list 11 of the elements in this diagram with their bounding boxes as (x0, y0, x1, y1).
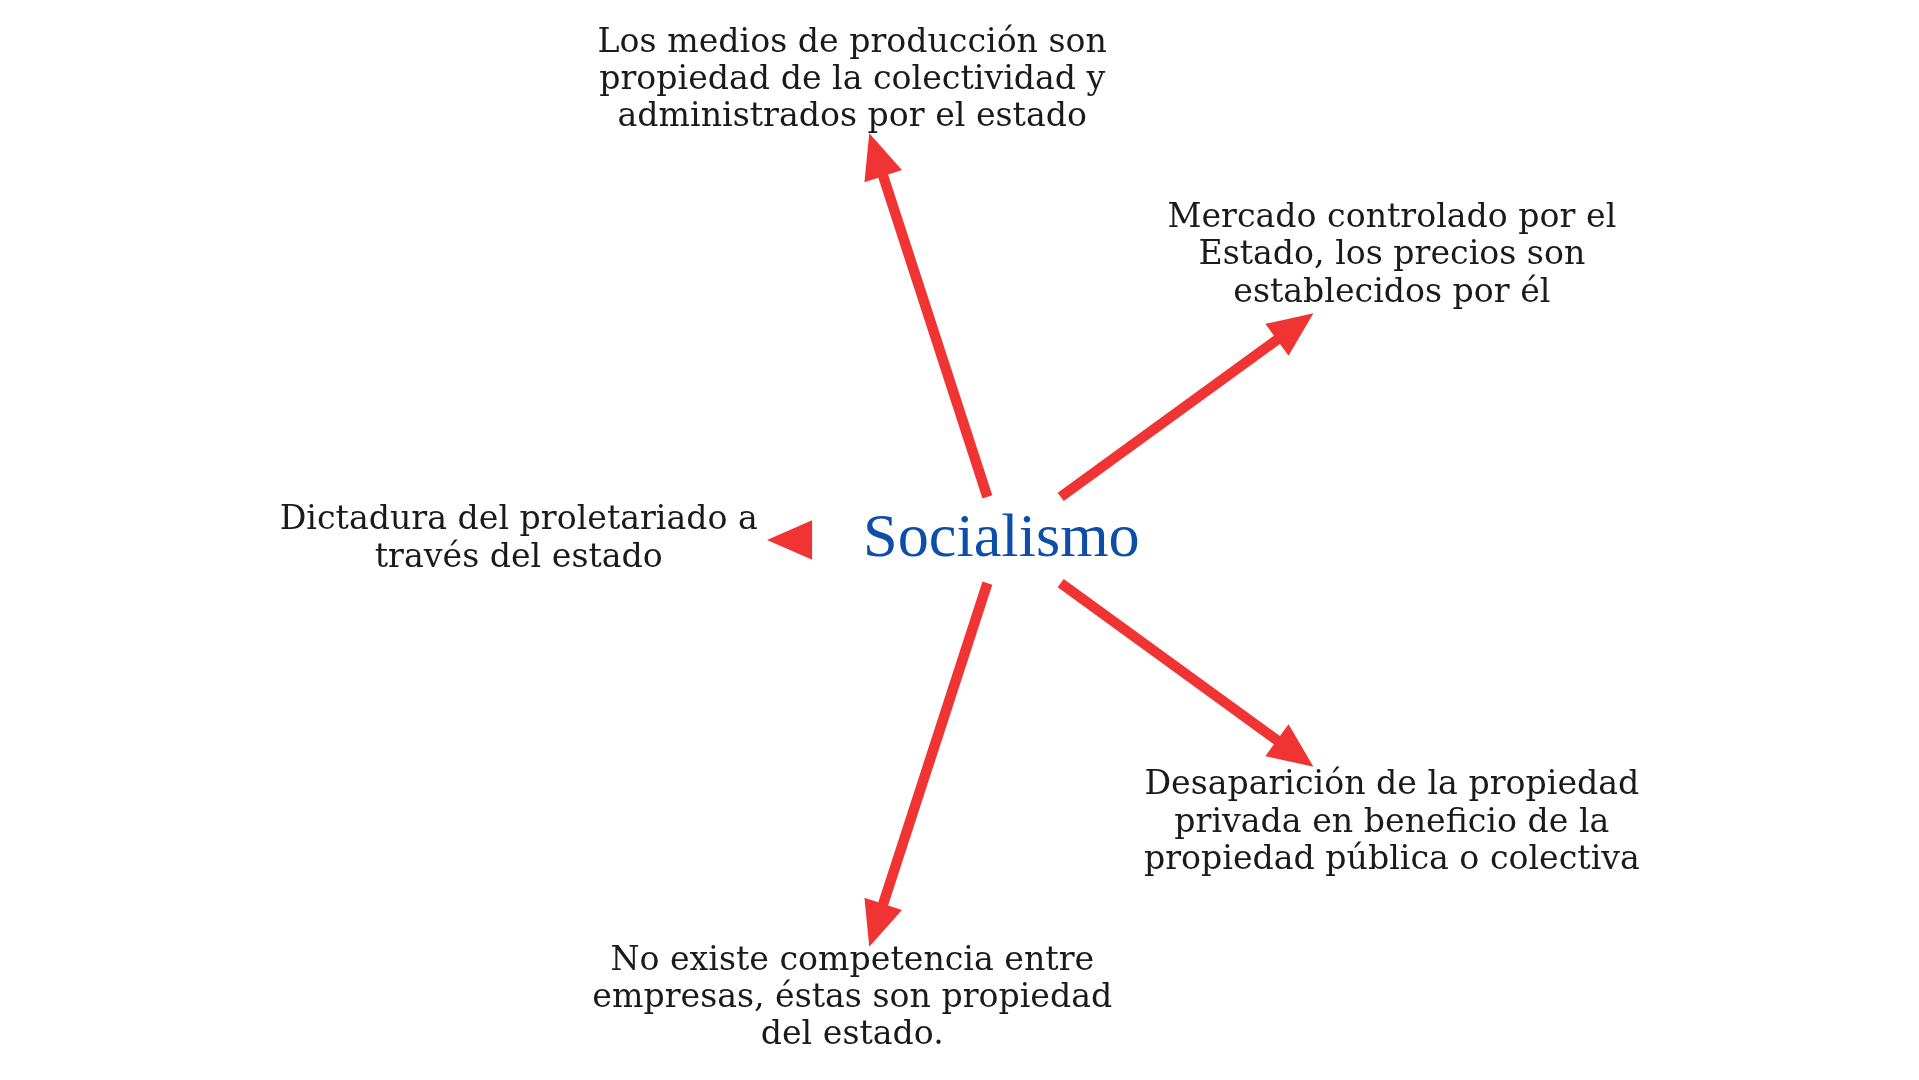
node-text: Los medios de producción son propiedad de la colectividad y administrados por el estado (597, 20, 1107, 135)
node-text: No existe competencia entre empresas, éstas son propiedad del estado. (591, 938, 1112, 1053)
node-text: Socialismo (862, 500, 1140, 569)
arrow (1057, 313, 1313, 502)
node-text: Desaparición de la propiedad privada en beneficio de la propiedad pública o colectiva (1143, 763, 1640, 877)
node-text: Dictadura del proletariado a través del estado (279, 498, 758, 575)
node-text: Mercado controlado por el Estado, los precios son establecidos por él (1166, 195, 1616, 310)
arrow (1057, 578, 1313, 767)
arrow (863, 133, 992, 499)
arrow (766, 520, 812, 560)
arrow (863, 581, 992, 947)
